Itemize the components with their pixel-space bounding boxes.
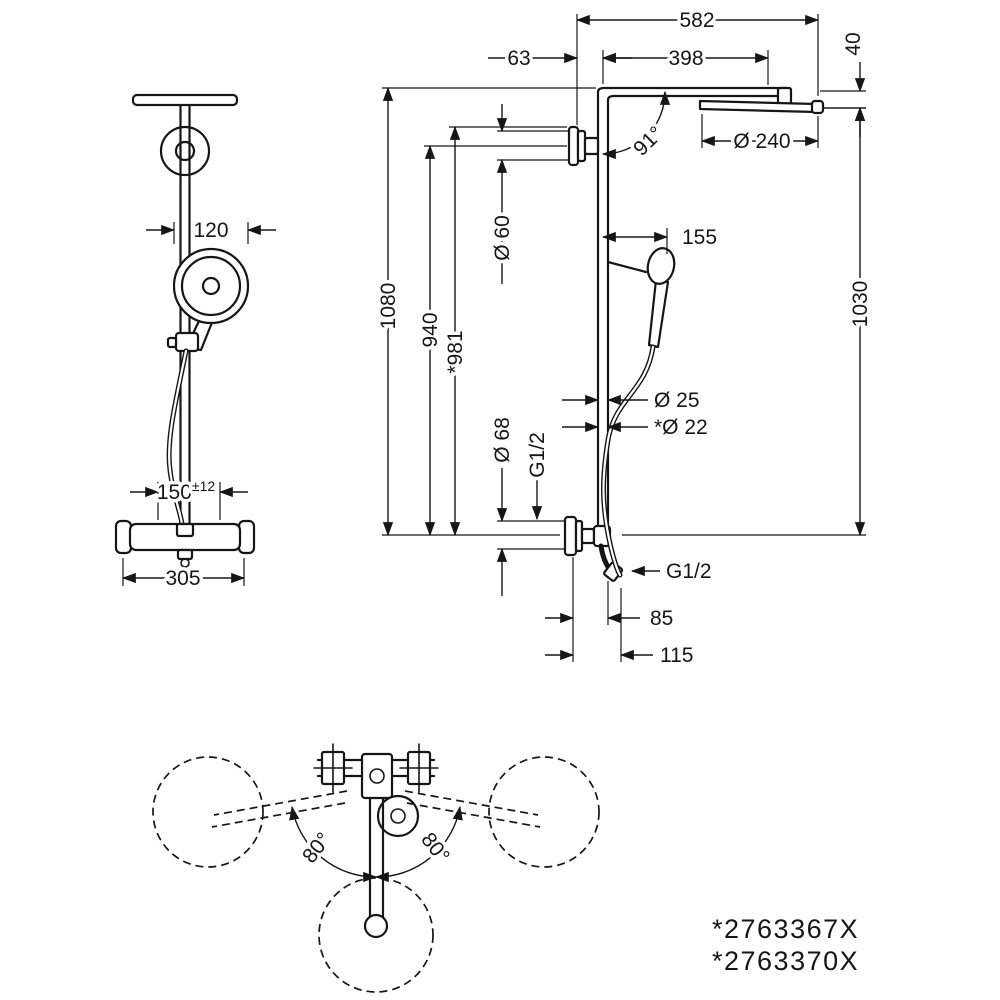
dimension-valve-width: 305 — [121, 558, 246, 594]
dim-label-155: 155 — [682, 226, 717, 249]
dim-label-d68: Ø 68 — [491, 417, 514, 463]
arm-swung-left — [152, 756, 348, 868]
head-position-front — [318, 877, 434, 993]
thermostat-valve-front — [114, 519, 256, 568]
part-number-1: *2763367X — [712, 914, 859, 944]
dim-label-150: 150±12 — [157, 478, 216, 504]
dimension-wall-to-pipe: 63 — [488, 44, 632, 84]
dim-label-1080: 1080 — [377, 283, 400, 330]
dimension-pipe-diameter: Ø 25 — [562, 386, 703, 416]
riser-pipe-side — [596, 86, 788, 538]
dim-label-d22: *Ø 22 — [654, 416, 708, 439]
arm-forward-position — [363, 796, 389, 939]
shower-hose-side — [600, 344, 656, 578]
dim-label-g12-vertical: G1/2 — [526, 432, 549, 478]
dim-label-115: 115 — [660, 644, 693, 667]
dim-label-g12-outlet: G1/2 — [666, 560, 712, 583]
dimension-arm-reach: 398 — [601, 44, 770, 85]
part-numbers: *2763367X *2763370X — [712, 914, 859, 976]
dimension-height-right: 1030 — [622, 106, 876, 537]
dimension-height-lower: 940 — [416, 144, 567, 537]
dim-label-940: 940 — [419, 312, 442, 347]
slider-clamp — [166, 331, 200, 353]
overhead-shower-front — [131, 93, 239, 107]
dimension-outlet-flange-diameter: Ø 68 — [488, 414, 565, 596]
dim-label-d240: Ø 240 — [733, 130, 790, 153]
riser-pipe-front — [179, 102, 191, 550]
dimension-connection-spacing: 150±12 — [130, 475, 248, 520]
shower-hose-front — [166, 348, 189, 527]
dimension-swivel-left: 80° — [289, 805, 378, 883]
front-view: 120 150±12 305 — [114, 93, 276, 594]
outlet-assembly — [563, 515, 624, 582]
dimension-mount-diameter: Ø 60 — [488, 104, 569, 284]
dimension-pipe-diameter-alt: *Ø 22 — [562, 413, 711, 443]
dimension-outlet-depth-85: 85 — [545, 557, 677, 662]
dim-label-d60: Ø 60 — [491, 215, 514, 261]
arm-swung-right — [404, 756, 600, 868]
dim-label-1030: 1030 — [849, 281, 872, 328]
dim-label-40: 40 — [842, 32, 865, 55]
wall-bracket-ring — [159, 125, 211, 177]
dimension-outlet-thread: G1/2 — [630, 557, 715, 587]
dim-label-80deg-right: 80° — [416, 828, 454, 867]
hand-shower-front — [172, 247, 250, 352]
part-number-2: *2763370X — [712, 946, 859, 976]
pivot-block — [360, 752, 394, 800]
dimension-total-height: 1080 — [374, 86, 596, 537]
dimension-holder-reach: 155 — [601, 223, 721, 254]
dimension-height-lower-alt: *981 — [441, 125, 567, 537]
hand-shower-side — [606, 247, 676, 349]
dimension-outlet-depth-115: 115 — [545, 588, 697, 671]
dim-label-d25: Ø 25 — [654, 389, 700, 412]
wall-fittings-top — [313, 743, 439, 800]
dim-label-582: 582 — [679, 9, 714, 32]
dimension-head-diameter: Ø 240 — [700, 114, 820, 157]
dim-label-80deg-left: 80° — [298, 828, 336, 867]
dim-label-981: *981 — [444, 330, 467, 373]
top-view: 80° 80° — [152, 743, 600, 993]
dimension-hand-shower-diameter: 120 — [146, 216, 276, 246]
dim-label-85: 85 — [650, 607, 673, 630]
head-connector — [776, 86, 793, 106]
dimension-arm-angle: 91° — [601, 90, 671, 164]
dimension-thread-size: G1/2 — [523, 429, 553, 521]
dim-label-305: 305 — [165, 567, 200, 590]
dim-label-120: 120 — [193, 219, 228, 242]
dimension-total-depth: 582 — [575, 6, 820, 125]
dim-label-63: 63 — [507, 47, 530, 70]
upper-wall-mount — [567, 125, 600, 167]
side-view: 582 63 398 40 Ø 240 — [374, 6, 876, 671]
dimension-head-height: 40 — [820, 29, 869, 137]
dim-label-91deg: 91° — [629, 122, 668, 161]
overhead-shower-side — [698, 99, 825, 115]
dim-label-398: 398 — [668, 47, 703, 70]
